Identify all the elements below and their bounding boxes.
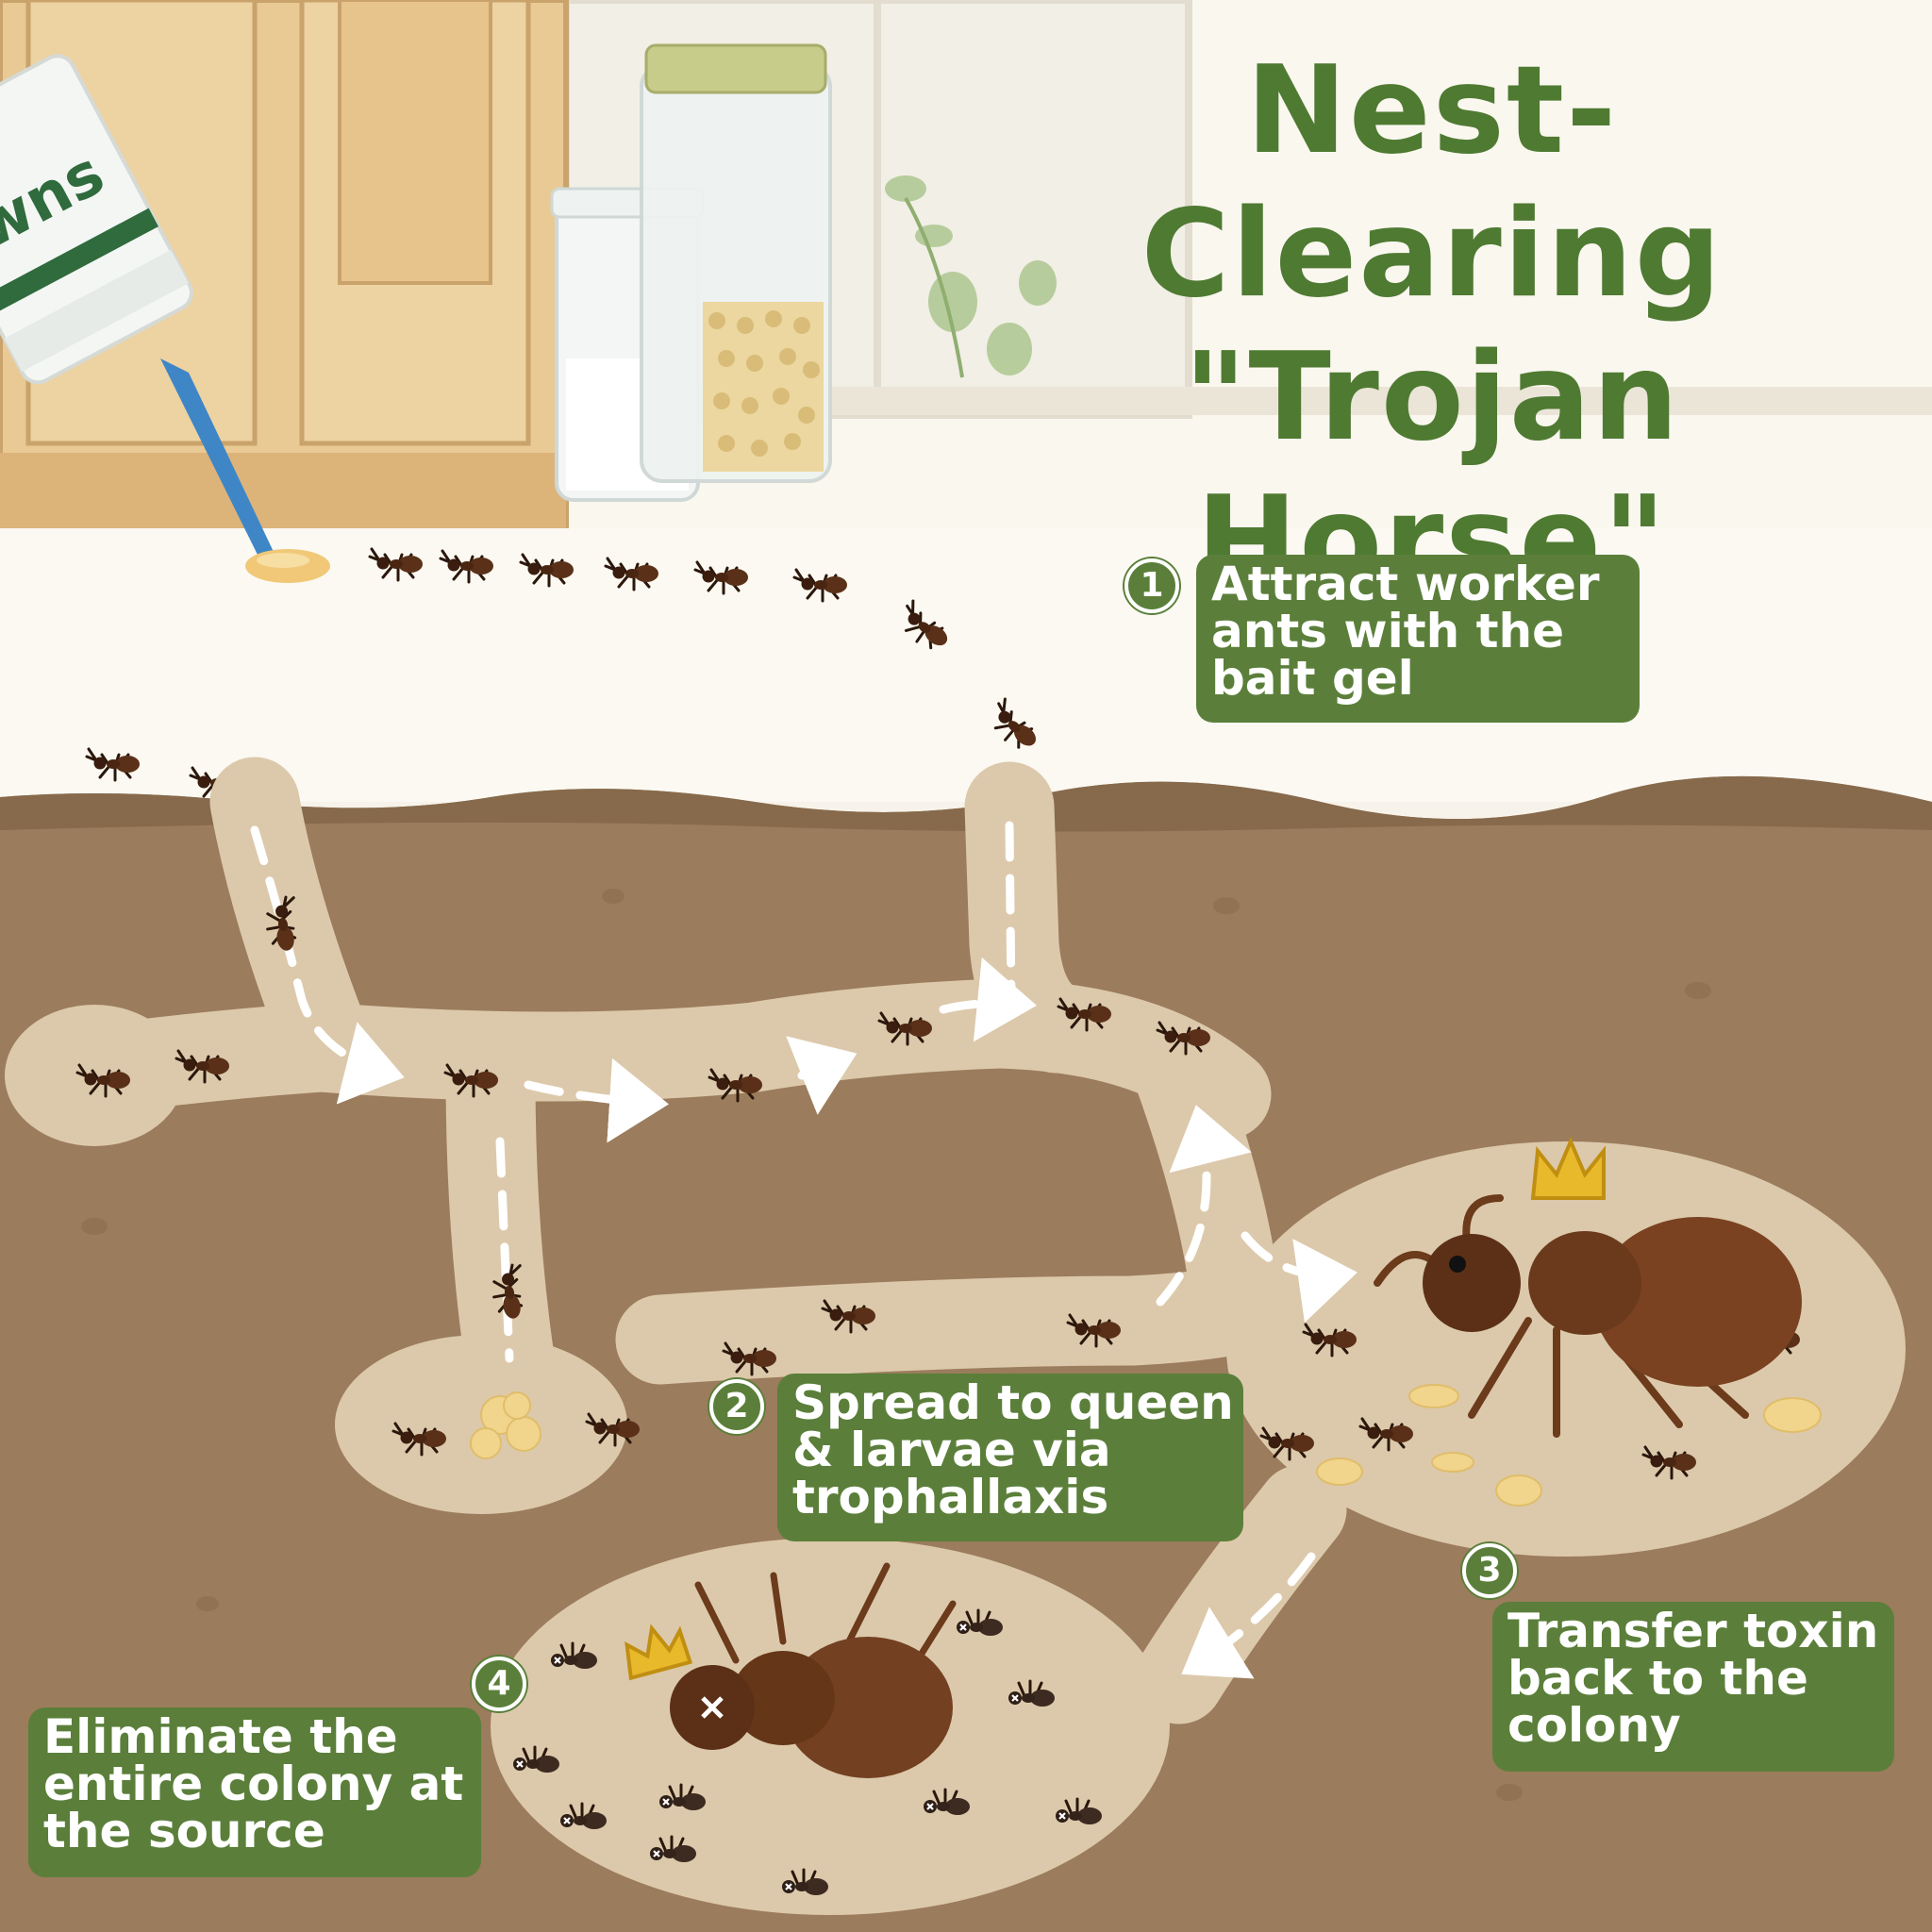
step-4-number: 4: [472, 1657, 526, 1711]
step-1-line-3: bait gel: [1211, 651, 1414, 706]
title-line-1: Nest-Clearing: [1141, 41, 1724, 325]
step-4-line-3: the source: [43, 1804, 325, 1858]
step-2-line-2: & larvae via: [792, 1423, 1111, 1477]
step-2-line-1: Spread to queen: [792, 1375, 1234, 1430]
step-3-line-3: colony: [1507, 1698, 1681, 1753]
step-4-label: Eliminate the entire colony at the sourc…: [28, 1707, 481, 1877]
step-4-line-1: Eliminate the: [43, 1709, 398, 1764]
step-1-label: Attract worker ants with the bait gel: [1196, 555, 1640, 723]
step-2-line-3: trophallaxis: [792, 1470, 1109, 1524]
step-3-line-2: back to the: [1507, 1651, 1808, 1706]
page-title: Nest-Clearing "Trojan Horse": [960, 40, 1904, 613]
step-2-label: Spread to queen & larvae via trophallaxi…: [777, 1374, 1243, 1541]
dead-queen: [625, 1562, 957, 1778]
step-3-label: Transfer toxin back to the colony: [1492, 1602, 1894, 1772]
step-1-line-1: Attract worker: [1211, 557, 1600, 611]
step-3-line-1: Transfer toxin: [1507, 1604, 1879, 1658]
step-4-line-2: entire colony at: [43, 1757, 464, 1811]
step-2-number: 2: [709, 1379, 764, 1434]
step-3-number: 3: [1462, 1543, 1517, 1598]
step-1-number: 1: [1124, 558, 1179, 613]
crown-icon: [1530, 1136, 1606, 1200]
queen-ant: [1374, 1194, 1802, 1438]
step-1-line-2: ants with the: [1211, 604, 1565, 658]
